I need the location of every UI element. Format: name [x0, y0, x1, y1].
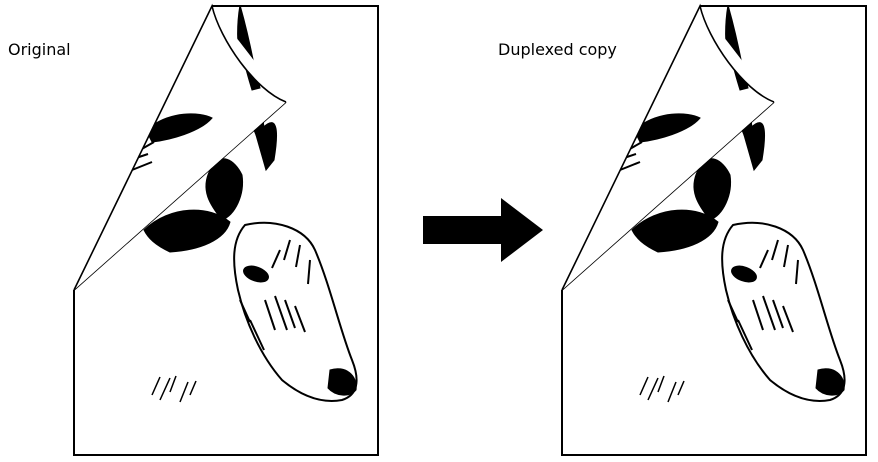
right-arrow-icon: [423, 198, 543, 262]
deer-illustration: [143, 6, 358, 403]
duplexed-copy-page: [548, 0, 878, 462]
original-label: Original: [8, 40, 71, 59]
duplexed-copy-label: Duplexed copy: [498, 40, 619, 59]
original-page: [60, 0, 400, 462]
